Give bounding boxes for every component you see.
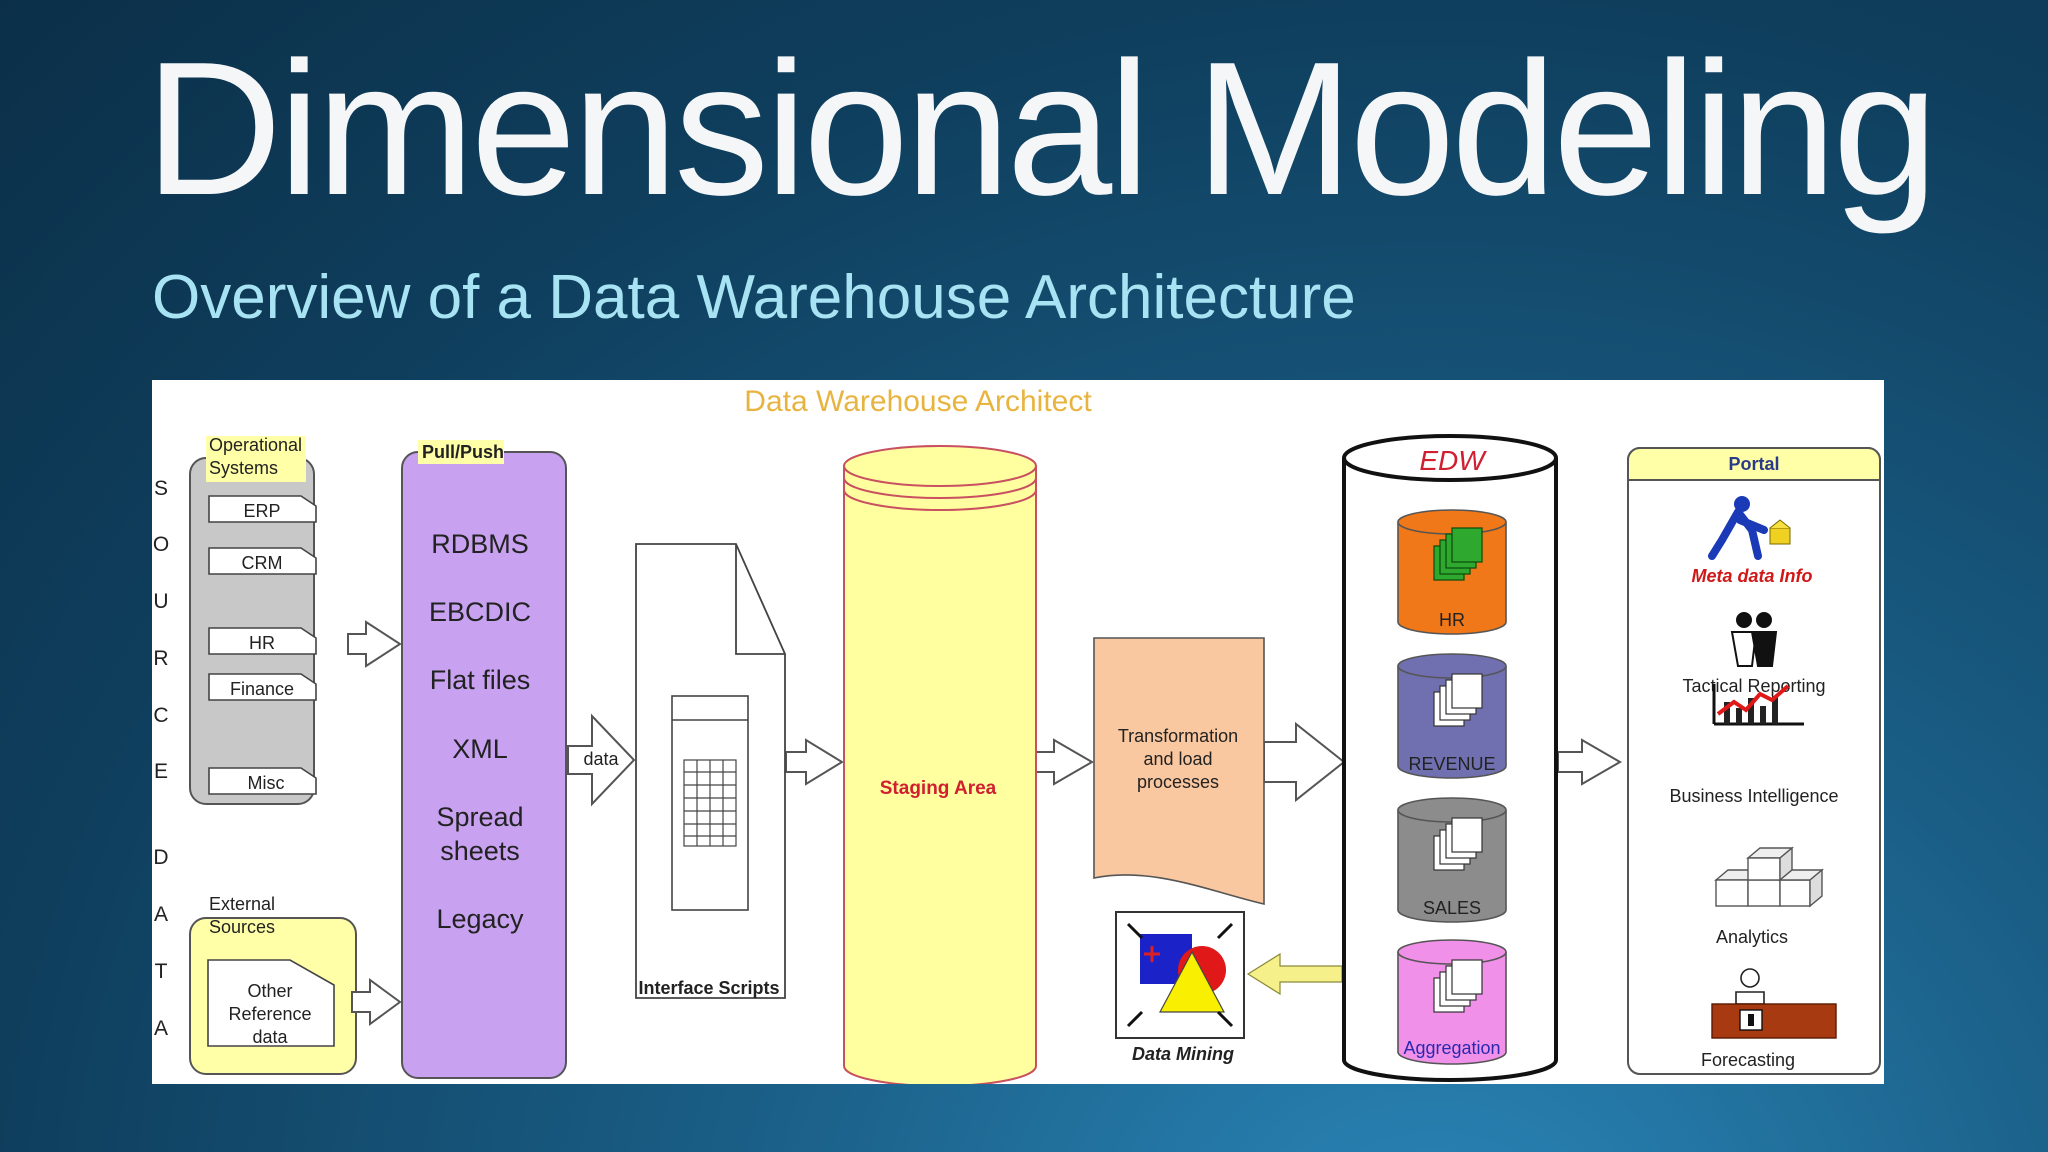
architecture-diagram: Data Warehouse Architect S O U R C E D A…	[152, 380, 1884, 1084]
external-label: Sources	[209, 917, 275, 937]
arrow-transform-to-edw	[1263, 721, 1346, 803]
pullpush-group: Pull/Push RDBMS EBCDIC Flat files XML Sp…	[401, 440, 567, 1079]
forecasting-icon	[1711, 968, 1837, 1039]
portal-item-label: Analytics	[1716, 927, 1788, 947]
pullpush-item: RDBMS	[431, 529, 529, 559]
portal-group: Portal Meta data Info Tactical Reporting	[1627, 447, 1881, 1075]
portal-item-label: Business Intelligence	[1669, 786, 1838, 806]
pullpush-item: Legacy	[436, 904, 524, 934]
analytics-icon	[1714, 846, 1824, 908]
slide-subtitle: Overview of a Data Warehouse Architectur…	[152, 263, 1356, 332]
portal-label: Portal	[1728, 454, 1779, 474]
arrow-edw-to-portal	[1557, 738, 1622, 786]
arrow-operational-to-pullpush	[347, 620, 402, 668]
edw-cylinder-hr: HR	[1397, 509, 1507, 635]
data-mining-arrows	[1126, 922, 1234, 1028]
data-mining-label: Data Mining	[1132, 1044, 1234, 1064]
pullpush-item: sheets	[440, 836, 520, 866]
source-doc-label: HR	[249, 633, 275, 653]
data-mining-group: Data Mining	[1115, 911, 1245, 1064]
source-doc-label: ERP	[243, 501, 280, 521]
external-reference-doc	[207, 959, 335, 1047]
source-doc-label: CRM	[242, 553, 283, 573]
source-letter: T	[155, 960, 168, 983]
edw-cylinder-label: HR	[1439, 610, 1465, 630]
source-letter: U	[153, 590, 168, 613]
pullpush-item: Spread	[436, 802, 523, 832]
data-arrow-label: data	[583, 749, 619, 769]
cube-stack-icon	[1433, 673, 1483, 727]
source-doc-label: Finance	[230, 679, 294, 699]
interface-grid-icon	[683, 759, 737, 847]
external-label: External	[209, 894, 275, 914]
operational-label-highlight	[206, 436, 306, 482]
operational-label: Operational	[209, 435, 302, 455]
source-letter: O	[153, 533, 169, 556]
edw-cylinder-label: SALES	[1423, 898, 1481, 918]
transformation-label: processes	[1137, 772, 1219, 792]
source-letter: D	[153, 846, 168, 869]
external-doc-label: Reference	[228, 1004, 311, 1024]
portal-header	[1627, 447, 1881, 481]
transformation-label: Transformation	[1118, 726, 1238, 746]
architecture-diagram-canvas: Data Warehouse Architect S O U R C E D A…	[153, 385, 1881, 1084]
pullpush-item: EBCDIC	[429, 597, 531, 627]
portal-item-label: Forecasting	[1701, 1050, 1795, 1070]
diagram-title: Data Warehouse Architect	[744, 385, 1092, 418]
pullpush-label-highlight	[418, 440, 504, 464]
transformation-group: Transformation and load processes	[1093, 637, 1265, 906]
arrow-external-to-pullpush	[351, 978, 402, 1026]
edw-label: EDW	[1419, 445, 1487, 476]
tactical-reporting-icon	[1730, 612, 1778, 667]
source-doc-erp: ERP	[208, 495, 317, 523]
external-doc-label: Other	[247, 981, 292, 1001]
source-data-letters: S O U R C E D A T A	[153, 477, 169, 1040]
arrow-edw-to-data-mining	[1246, 952, 1343, 996]
pullpush-label: Pull/Push	[422, 442, 504, 462]
external-sources-group: External Sources Other Reference data	[189, 894, 357, 1075]
flow-arrows	[347, 620, 1622, 1026]
cube-stack-icon	[1433, 817, 1483, 871]
arrow-staging-to-transform	[1033, 738, 1094, 786]
edw-cylinder-label: REVENUE	[1408, 754, 1495, 774]
arrow-pullpush-to-scripts	[567, 713, 636, 807]
edw-cylinder-sales: SALES	[1397, 797, 1507, 923]
source-doc-finance: Finance	[208, 673, 317, 701]
slide-title: Dimensional Modeling	[145, 23, 1938, 235]
cube-stack-icon	[1433, 527, 1483, 581]
meta-data-icon	[1708, 496, 1791, 560]
source-letter: S	[154, 477, 168, 500]
business-intelligence-icon	[1712, 684, 1804, 726]
source-doc-hr: HR	[208, 627, 317, 655]
operational-systems-group: Operational Systems ERP CRM HR Finance M…	[189, 435, 317, 805]
source-doc-label: Misc	[248, 773, 285, 793]
pullpush-item: XML	[452, 734, 508, 764]
staging-area-cylinder: Staging Area	[843, 445, 1037, 1084]
staging-area-label: Staging Area	[880, 778, 997, 799]
source-letter: R	[153, 647, 168, 670]
source-letter: A	[154, 1017, 168, 1040]
edw-cylinder-label: Aggregation	[1403, 1038, 1500, 1058]
edw-cylinder-aggregation: Aggregation	[1397, 939, 1507, 1065]
source-letter: A	[154, 903, 168, 926]
source-letter: C	[153, 704, 168, 727]
pullpush-item: Flat files	[430, 665, 531, 695]
cube-stack-icon	[1433, 959, 1483, 1013]
interface-scripts-window	[671, 695, 749, 911]
transformation-label: and load	[1143, 749, 1212, 769]
source-doc-crm: CRM	[208, 547, 317, 575]
external-doc-label: data	[252, 1027, 288, 1047]
portal-item-label: Tactical Reporting	[1682, 676, 1825, 696]
source-doc-misc: Misc	[208, 767, 317, 795]
transformation-box	[1093, 637, 1265, 906]
operational-label: Systems	[209, 458, 278, 478]
arrow-scripts-to-staging	[785, 738, 844, 786]
interface-scripts-label: Interface Scripts	[638, 978, 779, 998]
source-letter: E	[154, 760, 168, 783]
edw-cylinder-revenue: REVENUE	[1397, 653, 1507, 779]
portal-item-label: Meta data Info	[1691, 566, 1812, 586]
interface-scripts-group: Interface Scripts	[635, 543, 786, 999]
